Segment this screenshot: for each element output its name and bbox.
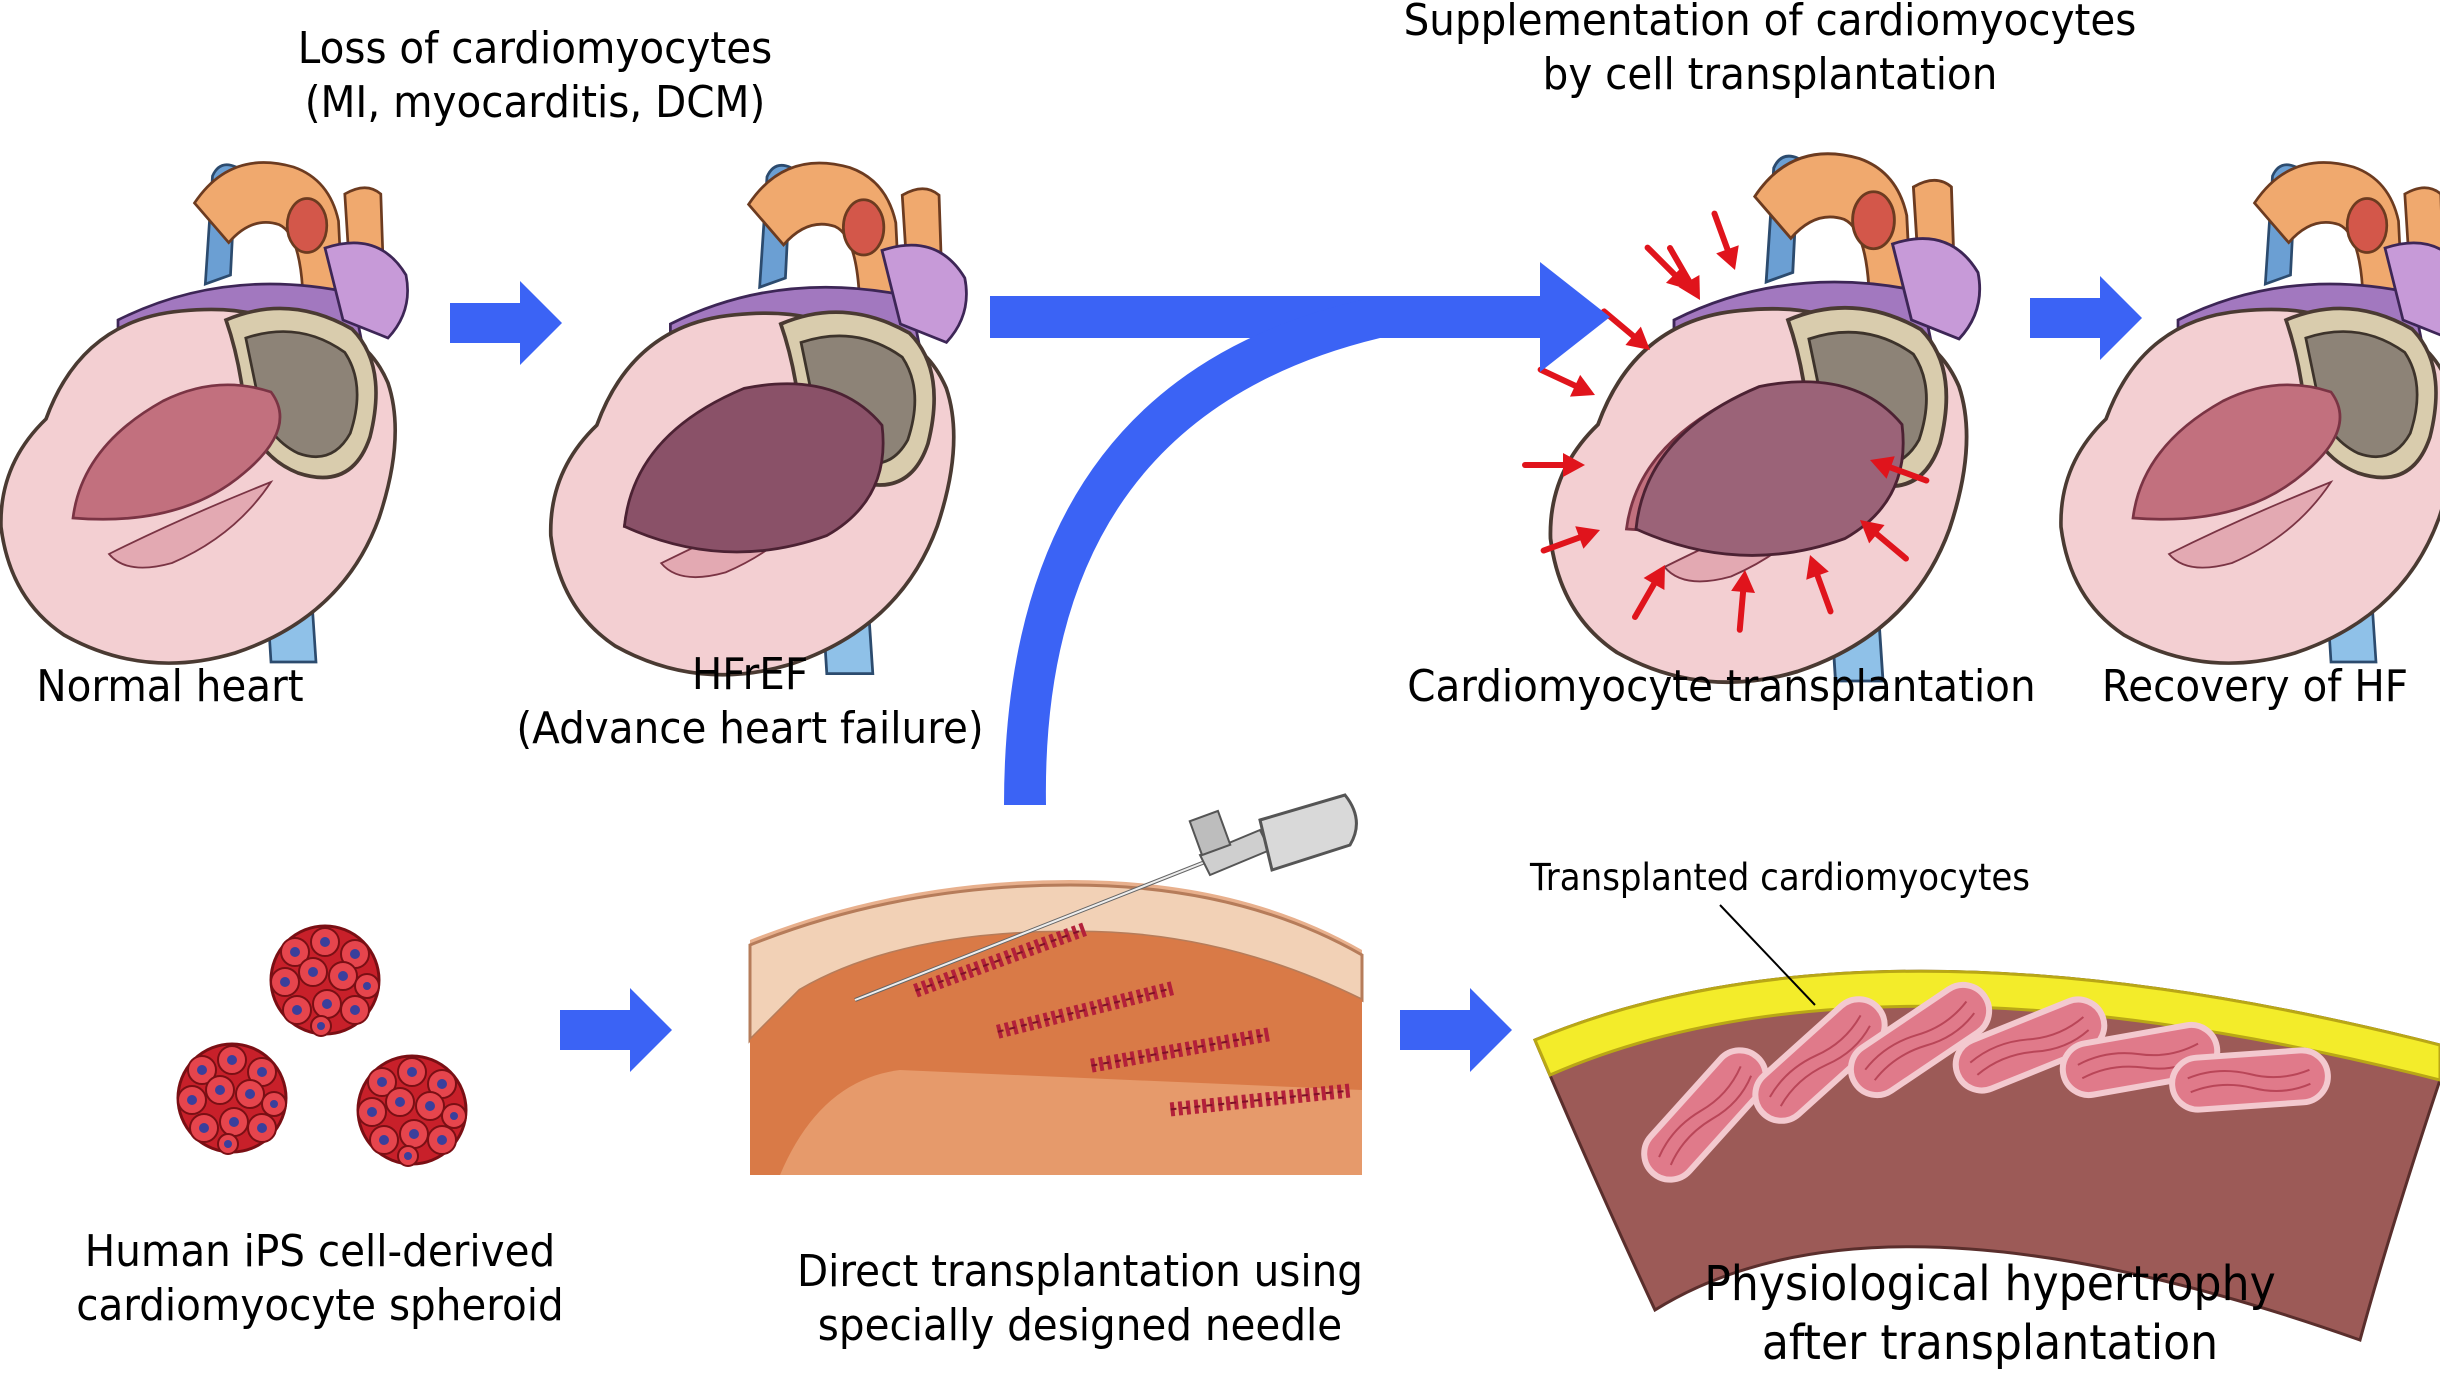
heart-illustration-normal	[0, 160, 410, 665]
spheroid-icon	[176, 924, 468, 1168]
heart-illustration-hfref	[548, 161, 969, 677]
ips-line-1: Human iPS cell-derived	[84, 1226, 556, 1277]
ips-line-2: cardiomyocyte spheroid	[76, 1279, 564, 1331]
flow-arrow-merge	[990, 262, 1610, 805]
hyper-line-2: after transplantation	[1761, 1314, 2219, 1371]
flow-arrow-injection-to-hypertrophy	[1400, 988, 1512, 1072]
heart-illustration-recovered	[2059, 160, 2440, 665]
transplanted-cardiomyocytes-callout: Transplanted cardiomyocytes	[1504, 855, 2056, 900]
loss-line-2: (MI, myocarditis, DCM)	[304, 76, 766, 128]
normal-heart-label: Normal heart	[23, 660, 317, 714]
recovery-text: Recovery of HF	[2101, 661, 2409, 712]
ips-spheroid-label: Human iPS cell-derived cardiomyocyte sph…	[62, 1225, 577, 1332]
normal-heart-text: Normal heart	[36, 661, 304, 712]
supp-line-1: Supplementation of cardiomyocytes	[1403, 0, 2137, 46]
loss-of-cardiomyocytes-label: Loss of cardiomyocytes (MI, myocarditis,…	[273, 22, 797, 129]
supp-line-2: by cell transplantation	[1542, 48, 1998, 100]
hyper-line-1: Physiological hypertrophy	[1704, 1256, 2276, 1312]
myocardium-injection-section	[748, 815, 1364, 1175]
direct-line-2: specially designed needle	[817, 1299, 1343, 1351]
supplementation-label: Supplementation of cardiomyocytes by cel…	[1393, 0, 2147, 101]
direct-line-1: Direct transplantation using	[797, 1246, 1363, 1297]
flow-arrow-transplant-to-recovery	[2030, 276, 2142, 360]
transplanted-callout-text: Transplanted cardiomyocytes	[1529, 856, 2031, 899]
cardiomyocyte-transplantation-label: Cardiomyocyte transplantation	[1407, 660, 2036, 714]
recovery-label: Recovery of HF	[2094, 660, 2416, 714]
loss-line-1: Loss of cardiomyocytes	[297, 23, 773, 74]
hfref-line-1: HFrEF	[691, 649, 809, 700]
flow-arrow-normal-to-hfref	[450, 281, 562, 365]
flow-arrow-spheroid-to-injection	[560, 988, 672, 1072]
hfref-label: HFrEF (Advance heart failure)	[492, 648, 1007, 755]
direct-transplantation-label: Direct transplantation using specially d…	[786, 1245, 1375, 1352]
physiological-hypertrophy-label: Physiological hypertrophy after transpla…	[1668, 1255, 2312, 1372]
myocardium-section-icon	[1533, 969, 2440, 1342]
heart-illustration-transplanted	[1548, 151, 1982, 685]
cardio-transplant-text: Cardiomyocyte transplantation	[1407, 661, 2036, 712]
callout-leader-line	[1719, 904, 1816, 1006]
needle-icon	[854, 793, 1358, 1002]
hfref-line-2: (Advance heart failure)	[516, 702, 984, 754]
